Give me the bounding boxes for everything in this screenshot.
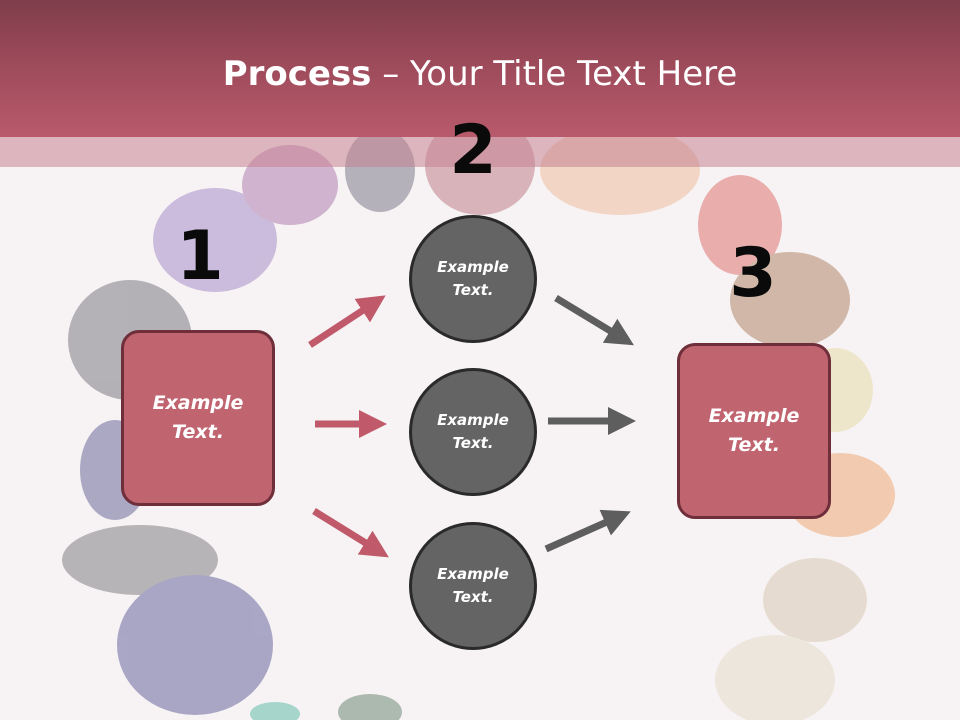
- step-number-1: 1: [176, 217, 224, 296]
- step-number-3: 3: [729, 234, 777, 313]
- title-rest: – Your Title Text Here: [371, 54, 738, 94]
- left-box[interactable]: Example Text.: [121, 330, 275, 506]
- header-bar: [0, 0, 960, 137]
- arrow-left-down: [312, 508, 389, 558]
- title-bold: Process: [222, 54, 372, 94]
- circle-bottom-text: Example Text.: [437, 565, 509, 606]
- arrow-right-up: [544, 509, 631, 553]
- right-box[interactable]: Example Text.: [677, 343, 831, 519]
- right-box-text: Example Text.: [708, 405, 800, 456]
- header-strip: [0, 137, 960, 167]
- circle-bottom[interactable]: Example Text.: [409, 522, 537, 650]
- circle-middle[interactable]: Example Text.: [409, 368, 537, 496]
- arrow-right-down: [554, 295, 634, 346]
- circle-top[interactable]: Example Text.: [409, 215, 537, 343]
- circle-middle-text: Example Text.: [437, 411, 509, 452]
- page-title: Process – Your Title Text Here: [0, 52, 960, 96]
- step-number-2: 2: [449, 111, 497, 190]
- circle-top-text: Example Text.: [437, 258, 509, 299]
- arrow-left-up: [308, 295, 386, 348]
- left-box-text: Example Text.: [152, 392, 244, 443]
